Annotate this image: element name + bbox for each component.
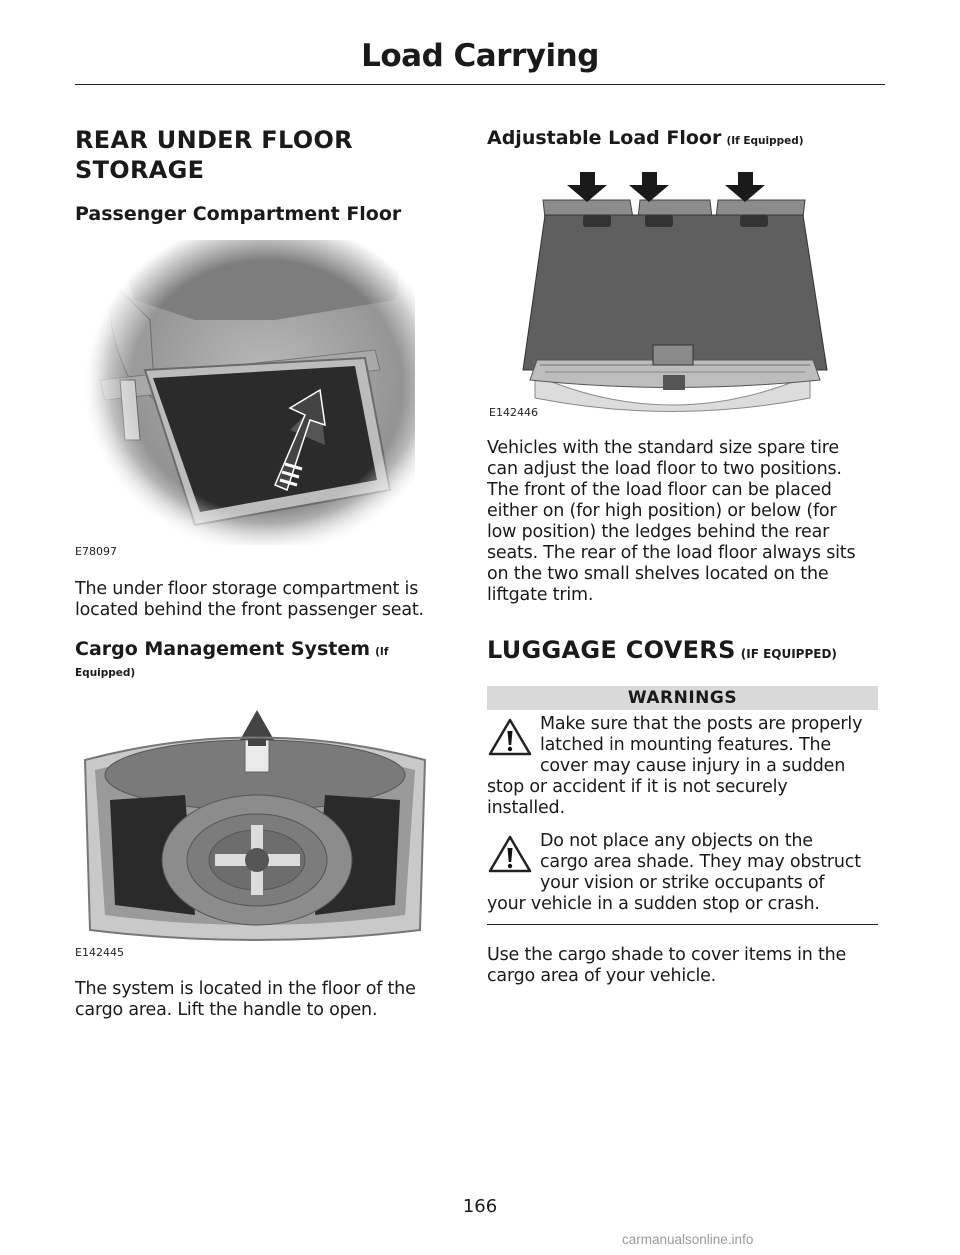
paragraph-line: cargo area. Lift the handle to open. [75,1000,378,1020]
warning-line: Make sure that the posts are properly [540,714,863,734]
warning-2-text-full: your vehicle in a sudden stop or crash. [487,894,887,915]
warning-triangle-icon [488,835,532,873]
warning-line: stop or accident if it is not securely [487,777,788,797]
paragraph-line: The front of the load floor can be place… [487,480,832,500]
paragraph-under-floor-location: The under floor storage compartment is l… [75,579,455,621]
paragraph-line: on the two small shelves located on the [487,564,829,584]
warning-line: cargo area shade. They may obstruct [540,852,861,872]
paragraph-adjustable-load-floor: Vehicles with the standard size spare ti… [487,438,887,606]
warning-2-text-indented: Do not place any objects on the cargo ar… [540,831,885,894]
paragraph-line: cargo area of your vehicle. [487,966,717,986]
paragraph-line: The system is located in the floor of th… [75,979,416,999]
subsection-qualifier: (If [375,646,389,658]
warning-triangle-icon [488,718,532,756]
warning-line: latched in mounting features. The [540,735,831,755]
warning-line: Do not place any objects on the [540,831,813,851]
warnings-header: WARNINGS [487,686,878,710]
header-rule [75,84,885,85]
paragraph-cargo-system-location: The system is located in the floor of th… [75,979,455,1021]
page-number: 166 [462,1196,498,1217]
section-title-line1: REAR UNDER FLOOR [75,126,353,154]
figure-id-e78097: E78097 [75,545,117,558]
section-title-line2: STORAGE [75,156,205,184]
warning-line: your vision or strike occupants of [540,873,825,893]
warning-line: your vehicle in a sudden stop or crash. [487,894,820,914]
subsection-cargo-management-system: Cargo Management System (If Equipped) [75,637,455,679]
paragraph-line: Use the cargo shade to cover items in th… [487,945,847,965]
subsection-qualifier-line2: Equipped) [75,667,136,679]
warnings-end-rule [487,924,878,925]
paragraph-line: low position) the ledges behind the rear [487,522,830,542]
paragraph-line: either on (for high position) or below (… [487,501,837,521]
figure-id-e142446: E142446 [489,406,538,419]
subsection-title-text: Adjustable Load Floor [487,127,722,149]
paragraph-line: located behind the front passenger seat. [75,600,424,620]
cargo-management-system-illustration [83,710,427,941]
paragraph-line: liftgate trim. [487,585,594,605]
page-header-title: Load Carrying [361,38,599,74]
section-qualifier: (IF EQUIPPED) [740,647,837,661]
warning-1-text-full: stop or accident if it is not securely i… [487,777,887,819]
section-title-luggage-covers: LUGGAGE COVERS (IF EQUIPPED) [487,635,887,665]
warning-line: installed. [487,798,565,818]
paragraph-line: seats. The rear of the load floor always… [487,543,856,563]
paragraph-line: can adjust the load floor to two positio… [487,459,842,479]
passenger-floor-storage-illustration [85,240,415,545]
subsection-adjustable-load-floor: Adjustable Load Floor (If Equipped) [487,126,887,150]
subsection-qualifier: (If Equipped) [726,135,804,147]
subsection-passenger-compartment-floor: Passenger Compartment Floor [75,203,402,225]
section-title-text: LUGGAGE COVERS [487,636,736,664]
warning-line: cover may cause injury in a sudden [540,756,846,776]
adjustable-load-floor-illustration [522,172,828,412]
subsection-title-text: Cargo Management System [75,638,371,660]
warning-1-text-indented: Make sure that the posts are properly la… [540,714,885,777]
figure-id-e142445: E142445 [75,946,124,959]
paragraph-line: Vehicles with the standard size spare ti… [487,438,839,458]
paragraph-line: The under floor storage compartment is [75,579,419,599]
section-title-rear-under-floor: REAR UNDER FLOOR STORAGE [75,125,353,185]
footer-watermark-url[interactable]: carmanualsonline.info [622,1232,754,1247]
paragraph-cargo-shade: Use the cargo shade to cover items in th… [487,945,887,987]
